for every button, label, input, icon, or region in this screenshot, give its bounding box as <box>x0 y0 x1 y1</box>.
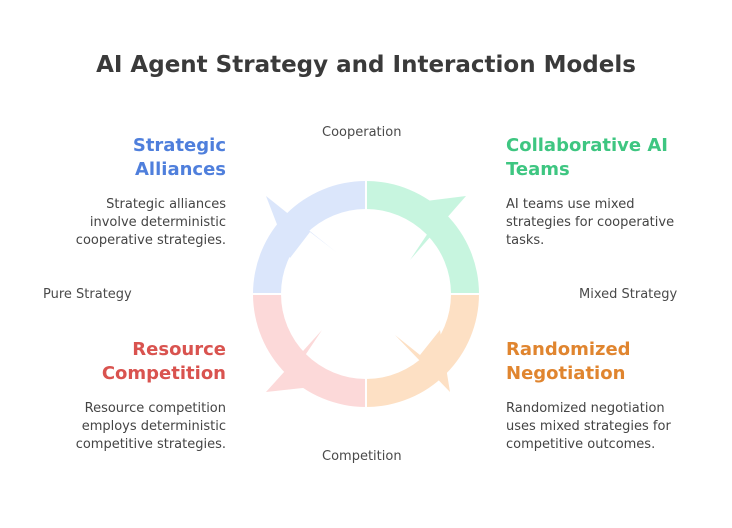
heading-resource-competition: Resource Competition <box>40 338 226 386</box>
desc-line: tasks. <box>506 233 545 248</box>
desc-line: involve deterministic <box>89 215 226 230</box>
heading-collaborative-ai-teams: Collaborative AI Teams <box>506 134 716 182</box>
heading-randomized-negotiation: Randomized Negotiation <box>506 338 716 386</box>
desc-randomized-negotiation: Randomized negotiation uses mixed strate… <box>506 400 716 454</box>
heading-line: Collaborative AI <box>506 135 668 156</box>
desc-line: cooperative strategies. <box>75 233 226 248</box>
heading-line: Teams <box>506 159 570 180</box>
heading-line: Strategic <box>132 135 226 156</box>
desc-line: competitive outcomes. <box>506 437 656 452</box>
desc-line: employs deterministic <box>81 419 226 434</box>
desc-line: AI teams use mixed <box>506 197 635 212</box>
desc-strategic-alliances: Strategic alliances involve deterministi… <box>20 196 226 250</box>
arrow-head-bottom-right <box>395 330 450 392</box>
arc-randomized-negotiation <box>366 294 479 407</box>
desc-resource-competition: Resource competition employs determinist… <box>20 400 226 454</box>
arrow-head-bottom-left <box>266 330 330 392</box>
desc-line: strategies for cooperative <box>506 215 675 230</box>
heading-line: Alliances <box>135 159 226 180</box>
arrow-head-top-right <box>402 196 466 260</box>
heading-line: Negotiation <box>506 363 626 384</box>
axis-label-pure-strategy: Pure Strategy <box>43 287 132 302</box>
desc-collaborative-ai-teams: AI teams use mixed strategies for cooper… <box>506 196 716 250</box>
heading-strategic-alliances: Strategic Alliances <box>40 134 226 182</box>
desc-line: uses mixed strategies for <box>506 419 671 434</box>
desc-line: Randomized negotiation <box>506 401 665 416</box>
axis-label-competition: Competition <box>322 449 402 464</box>
arc-resource-competition <box>253 294 366 407</box>
arc-collaborative-ai-teams <box>366 181 479 294</box>
arc-strategic-alliances <box>253 181 366 294</box>
heading-line: Competition <box>101 363 226 384</box>
page-title: AI Agent Strategy and Interaction Models <box>96 52 636 78</box>
arrow-head-top-left <box>266 196 336 258</box>
axis-label-cooperation: Cooperation <box>322 125 402 140</box>
desc-line: Resource competition <box>84 401 226 416</box>
desc-line: Strategic alliances <box>106 197 226 212</box>
heading-line: Randomized <box>506 339 631 360</box>
heading-line: Resource <box>132 339 226 360</box>
axis-label-mixed-strategy: Mixed Strategy <box>579 287 678 302</box>
desc-line: competitive strategies. <box>75 437 226 452</box>
